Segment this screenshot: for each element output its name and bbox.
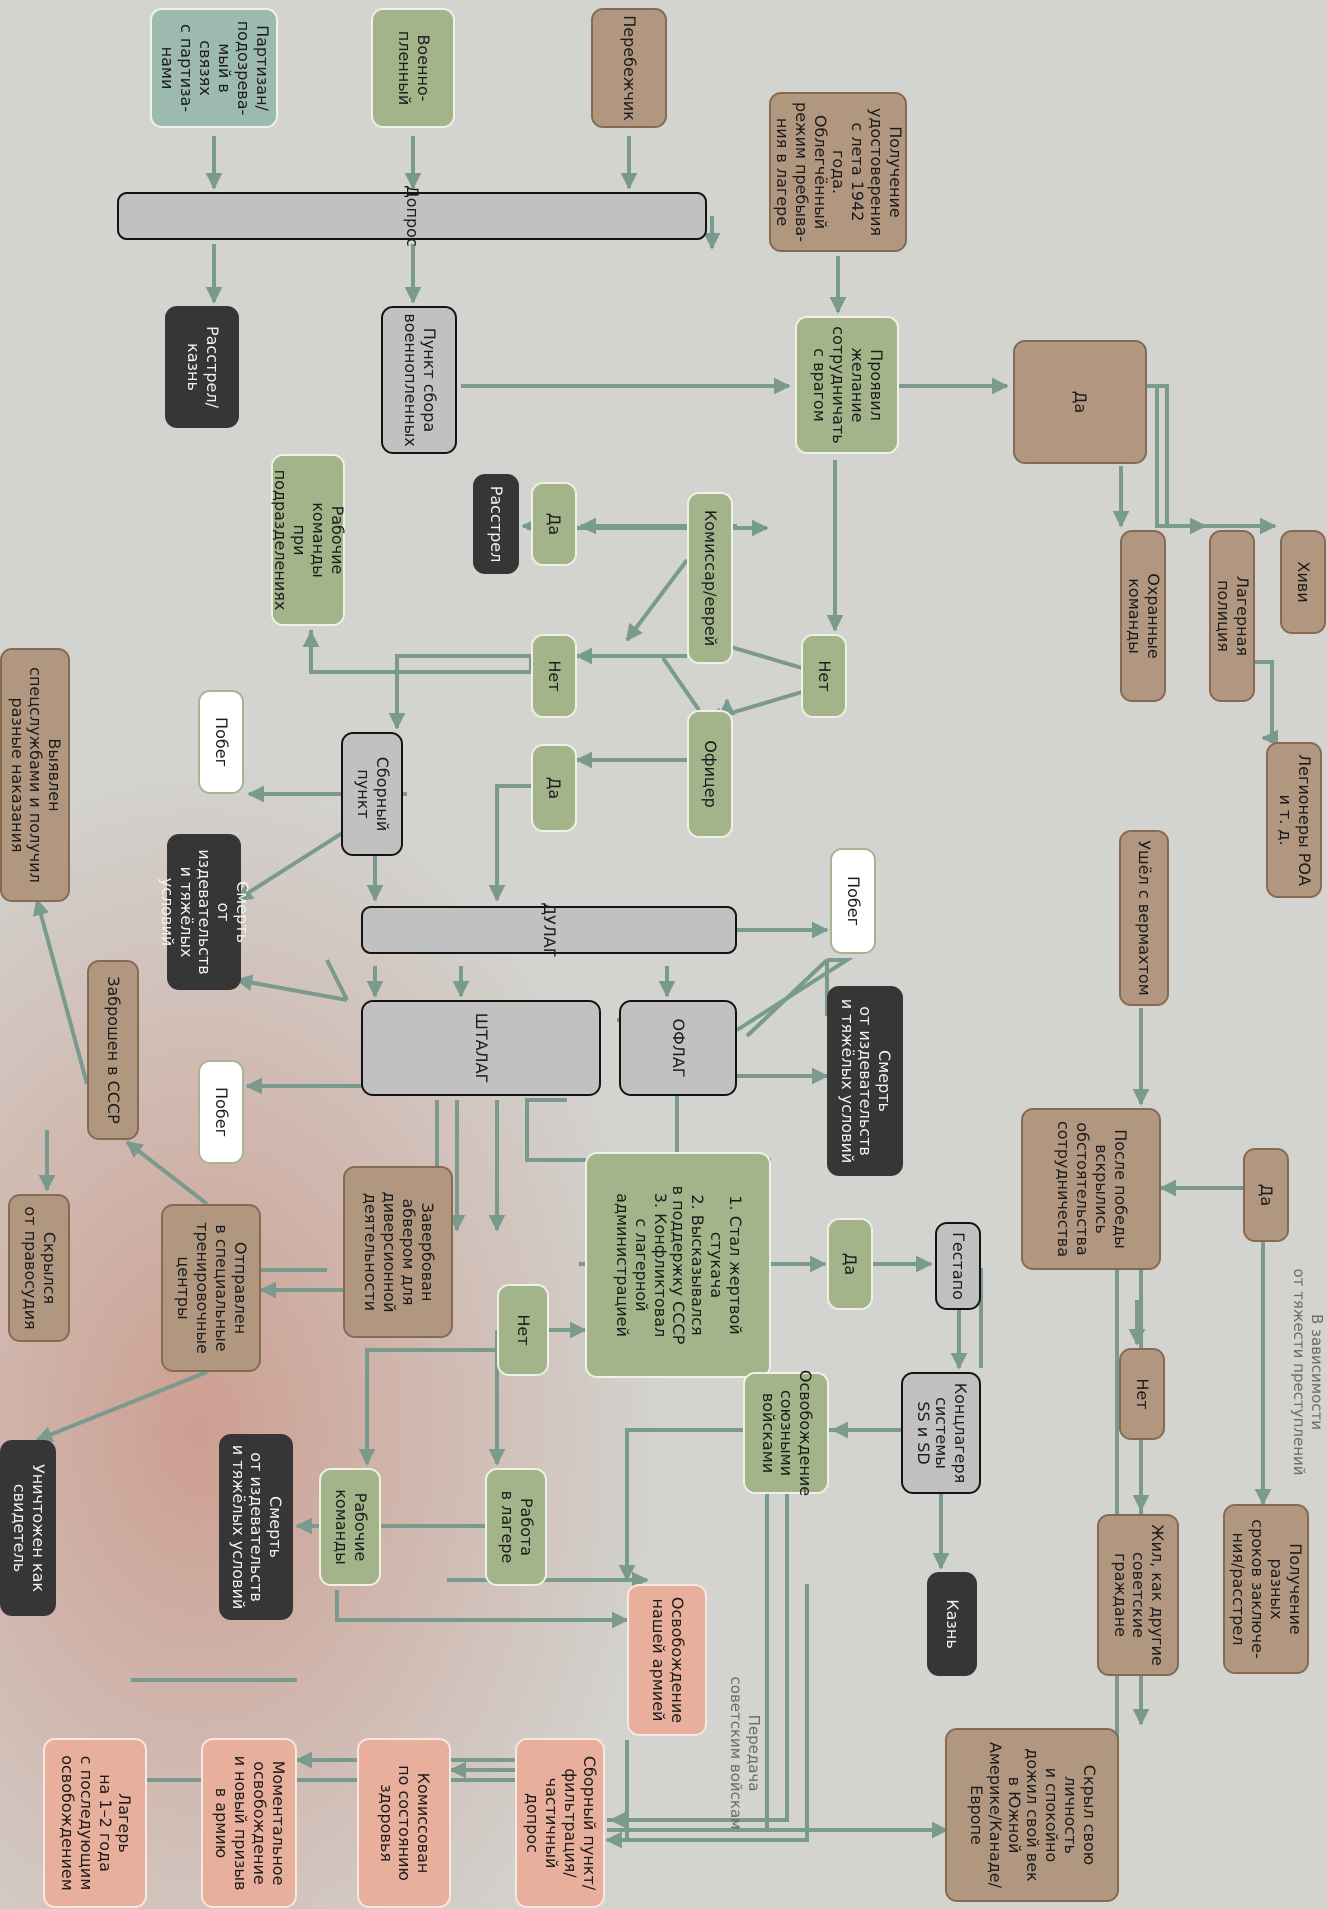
node-pow-point: Пункт сбора военнопленных bbox=[381, 306, 457, 454]
node-hid: Скрыл свою личность и спокойно дожил сво… bbox=[945, 1728, 1119, 1902]
node-detected: Выявлен спецслужбами и получил разные на… bbox=[0, 648, 70, 902]
node-escape-1: Побег bbox=[198, 690, 244, 794]
node-no-collab: Нет bbox=[801, 634, 847, 718]
node-no-commissar: Нет bbox=[531, 634, 577, 718]
node-pow: Военно- пленный bbox=[371, 8, 455, 128]
connector-arrow-90 bbox=[358, 1348, 497, 1466]
node-allied: Освобождение союзными войсками bbox=[743, 1370, 829, 1496]
connector-arrow-93 bbox=[335, 1590, 629, 1629]
node-camp-police: Лагерная полиция bbox=[1209, 530, 1255, 702]
node-camp-1-2: Лагерь на 1–2 года с последующим освобож… bbox=[43, 1738, 147, 1908]
node-abwehr: Завербован абвером для диверсионной деят… bbox=[343, 1166, 453, 1338]
node-no-victory: Нет bbox=[1119, 1348, 1165, 1440]
node-yes-officer: Да bbox=[531, 744, 577, 832]
node-filtration: Сборный пункт/ фильтрация/ частичный доп… bbox=[515, 1738, 605, 1908]
connector-arrow-12 bbox=[1165, 386, 1207, 535]
node-stukach: 1. Стал жертвой стукача 2. Высказывался … bbox=[585, 1152, 771, 1378]
node-after-victory: После победы вскрылись обстоятельства со… bbox=[1021, 1108, 1161, 1270]
node-yes-commissar: Да bbox=[531, 482, 577, 566]
note-transfer: Передача советским войскам bbox=[727, 1676, 763, 1830]
node-left-wehrmacht: Ушёл с вермахтом bbox=[1119, 830, 1169, 1006]
connector-arrow-96 bbox=[35, 1370, 208, 1443]
node-training: Отправлен в специальные тренировочные це… bbox=[161, 1204, 261, 1372]
connector-arrow-101 bbox=[605, 1584, 809, 1849]
node-liberation: Освобождение нашей армией bbox=[627, 1584, 707, 1736]
node-shot: Расстрел bbox=[473, 474, 519, 574]
connector-arrow-104 bbox=[765, 1494, 949, 1839]
node-interrogation: Допрос bbox=[117, 185, 707, 247]
connector-arrow-76 bbox=[525, 1098, 771, 1162]
node-escape-2: Побег bbox=[830, 848, 876, 954]
connector-arrow-70 bbox=[735, 958, 854, 1032]
connector-arrow-71 bbox=[245, 1070, 369, 1095]
node-hid-justice: Скрылся от правосудия bbox=[8, 1194, 70, 1342]
node-camp-work: Работа в лагере bbox=[485, 1468, 547, 1586]
connector-arrow-53 bbox=[661, 656, 701, 712]
node-sentences: Получение разных сроков заключе- ния/рас… bbox=[1223, 1504, 1309, 1674]
node-stalag: ШТАЛАГ bbox=[361, 1000, 601, 1096]
connector-arrow-54 bbox=[625, 558, 689, 642]
node-no-stalag: Нет bbox=[497, 1284, 549, 1376]
connector-arrow-59 bbox=[488, 784, 531, 902]
node-dulag: ДУЛАГ bbox=[361, 903, 737, 958]
connector-arrow-56 bbox=[388, 654, 531, 730]
note-severity: В зависимости от тяжести преступлений bbox=[1290, 1268, 1326, 1476]
node-commission: Комиссован по состоянию здоровья bbox=[357, 1738, 451, 1908]
node-death-2: Смерть от издевательств и тяжёлых услови… bbox=[827, 986, 903, 1176]
node-commissar: Комиссар/еврей bbox=[687, 492, 733, 664]
connector-arrow-75 bbox=[627, 1096, 679, 1162]
node-legion: Легионеры РОА и т. д. bbox=[1266, 742, 1322, 898]
node-death-1: Смерть от издевательств и тяжёлых услови… bbox=[158, 834, 252, 990]
node-oflag: ОФЛАГ bbox=[619, 1000, 737, 1096]
node-id-card: Получение удостоверения с лета 1942 года… bbox=[769, 92, 907, 252]
connector-arrow-72 bbox=[325, 959, 349, 1001]
node-escape-3: Побег bbox=[198, 1060, 244, 1164]
node-dropped: Заброшен в СССР bbox=[87, 960, 139, 1140]
node-execution-2: Казнь bbox=[927, 1572, 977, 1676]
node-hiwi: Хиви bbox=[1280, 530, 1326, 634]
connector-arrow-98 bbox=[32, 898, 89, 1085]
connector-arrow-100 bbox=[605, 1740, 629, 1849]
node-partisan: Партизан/ подозрева- мый в связях с парт… bbox=[150, 8, 278, 128]
node-yes-stukach: Да bbox=[827, 1218, 873, 1310]
node-officer: Офицер bbox=[687, 710, 733, 838]
node-work-teams: Рабочие команды bbox=[319, 1468, 381, 1586]
node-yes-victory: Да bbox=[1243, 1148, 1289, 1242]
node-work-units: Рабочие команды при подразделениях bbox=[271, 454, 347, 626]
node-yes-main: Да bbox=[1013, 340, 1147, 464]
node-gestapo: Гестапо bbox=[935, 1222, 981, 1310]
node-collaborate: Проявил желание сотрудничать с врагом bbox=[795, 316, 899, 454]
node-defector: Перебежчик bbox=[591, 8, 667, 128]
node-assembly: Сборный пункт bbox=[341, 732, 403, 856]
node-kz: Концлагеря системы SS и SD bbox=[901, 1372, 981, 1494]
connector-arrow-73 bbox=[235, 974, 348, 1002]
connector-arrow-62 bbox=[235, 828, 349, 902]
node-execution-shot: Расстрел/ казнь bbox=[165, 306, 239, 428]
node-destroyed: Уничтожен как свидетель bbox=[0, 1440, 56, 1616]
node-guard-teams: Охранные команды bbox=[1120, 530, 1166, 702]
connector-arrow-57 bbox=[309, 630, 533, 674]
connector-arrow-97 bbox=[125, 1140, 209, 1206]
node-death-3: Смерть от издевательств и тяжёлых услови… bbox=[219, 1434, 293, 1620]
node-instant-release: Моментальное освобождение и новый призыв… bbox=[201, 1738, 297, 1908]
node-lived: Жил, как другие советские граждане bbox=[1097, 1514, 1179, 1676]
